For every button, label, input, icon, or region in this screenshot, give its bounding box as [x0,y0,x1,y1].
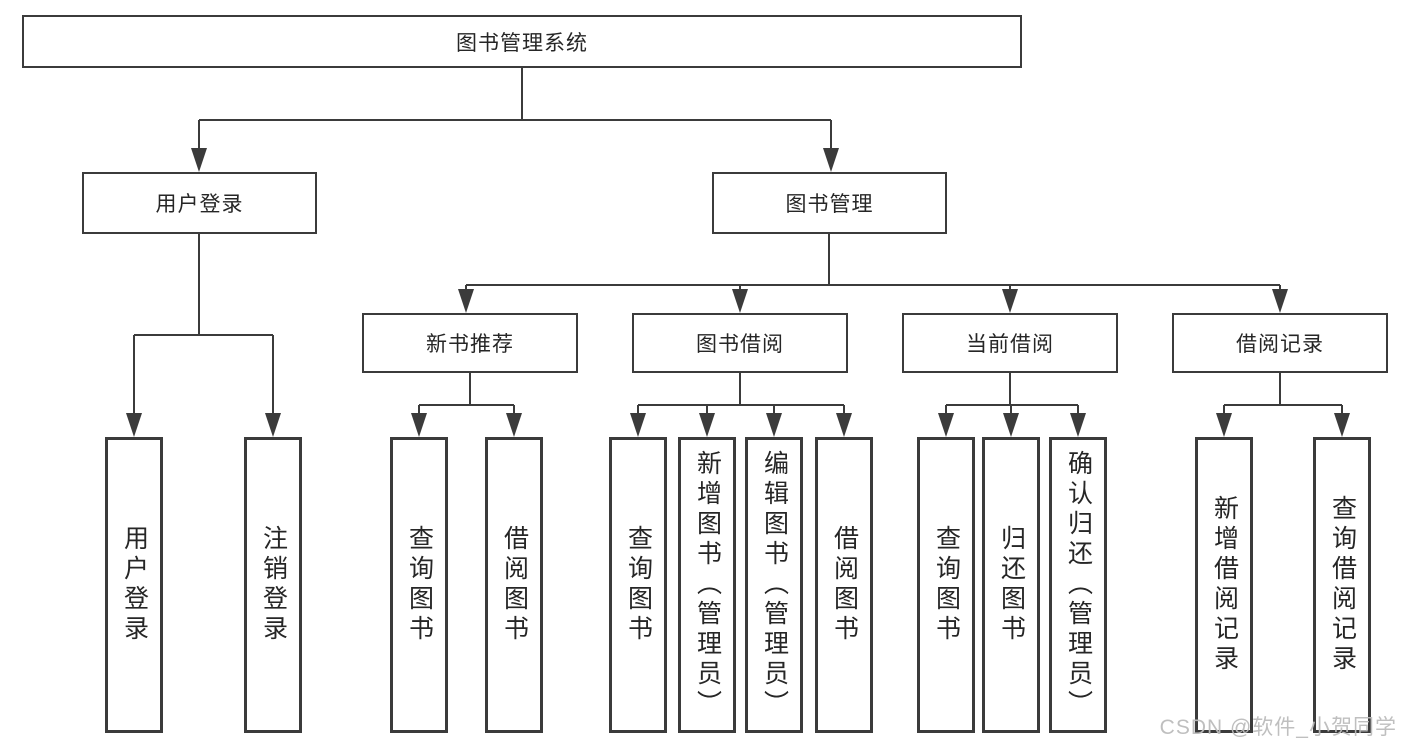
arrowhead-icon [630,413,646,437]
connector-root [198,68,832,152]
node-borrow-records: 借阅记录 [1172,313,1388,373]
leaf-label: 借阅图书 [830,525,859,645]
arrowhead-icon [836,413,852,437]
leaf-user-login: 用户登录 [105,437,163,733]
arrowhead-icon [732,289,748,313]
node-user-login: 用户登录 [82,172,317,234]
leaf-label: 用户登录 [120,525,149,645]
connector-recommend-group [418,373,515,417]
arrowhead-icon [265,413,281,437]
arrowhead-icon [1272,289,1288,313]
leaf-add-books-admin: 新增图书（管理员） [678,437,736,733]
leaf-label: 查询借阅记录 [1328,495,1357,675]
arrowhead-icon [1216,413,1232,437]
node-root-system: 图书管理系统 [22,15,1022,68]
connector-borrow-group [637,373,845,417]
leaf-label: 编辑图书（管理员） [760,450,789,720]
arrowhead-icon [411,413,427,437]
leaf-label: 查询图书 [624,525,653,645]
arrowhead-icon [938,413,954,437]
arrowhead-icon [1003,413,1019,437]
leaf-label: 查询图书 [932,525,961,645]
node-current-borrow: 当前借阅 [902,313,1118,373]
leaf-label: 借阅图书 [500,525,529,645]
leaf-add-borrow-record: 新增借阅记录 [1195,437,1253,733]
leaf-query-borrow-record: 查询借阅记录 [1313,437,1371,733]
csdn-watermark: CSDN @软件_小贺同学 [1159,716,1397,739]
leaf-label: 归还图书 [997,525,1026,645]
leaf-confirm-return-admin: 确认归还（管理员） [1049,437,1107,733]
leaf-return-books: 归还图书 [982,437,1040,733]
node-book-borrow: 图书借阅 [632,313,848,373]
leaf-edit-books-admin: 编辑图书（管理员） [745,437,803,733]
arrowhead-icon [766,413,782,437]
leaf-current-query-books: 查询图书 [917,437,975,733]
arrowhead-icon [823,148,839,172]
leaf-label: 注销登录 [259,525,288,645]
arrowhead-icon [699,413,715,437]
leaf-logout: 注销登录 [244,437,302,733]
arrowhead-icon [1334,413,1350,437]
connector-login-group [133,234,274,417]
leaf-label: 查询图书 [405,525,434,645]
leaf-label: 确认归还（管理员） [1064,450,1093,720]
arrowhead-icon [1002,289,1018,313]
arrowhead-icon [126,413,142,437]
node-book-management: 图书管理 [712,172,947,234]
connector-book-mgmt [465,234,1281,293]
leaf-recommend-borrow-books: 借阅图书 [485,437,543,733]
leaf-borrow-books: 借阅图书 [815,437,873,733]
arrowhead-icon [458,289,474,313]
arrowhead-icon [1070,413,1086,437]
leaf-recommend-query-books: 查询图书 [390,437,448,733]
leaf-borrow-query-books: 查询图书 [609,437,667,733]
arrowhead-icon [506,413,522,437]
arrowhead-icon [191,148,207,172]
connector-current-group [945,373,1079,417]
connector-records-group [1223,373,1343,417]
leaf-label: 新增借阅记录 [1210,495,1239,675]
node-new-book-recommend: 新书推荐 [362,313,578,373]
leaf-label: 新增图书（管理员） [693,450,722,720]
